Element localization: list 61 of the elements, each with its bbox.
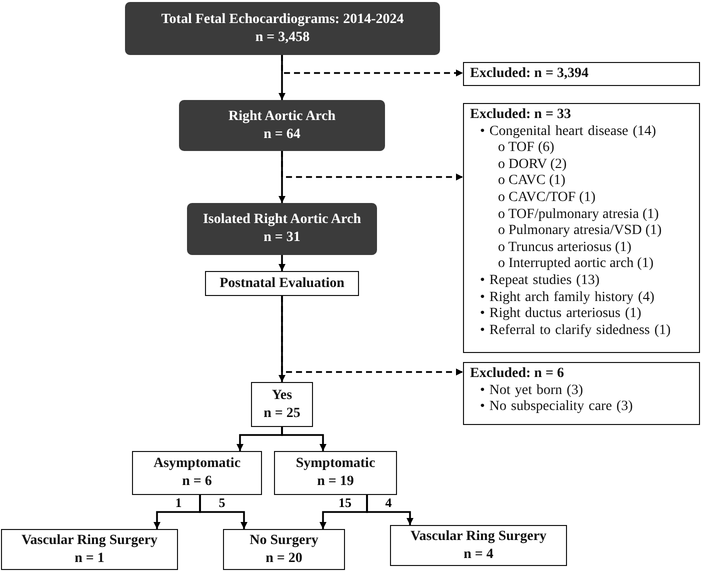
node-text: n = 3,458 (255, 28, 310, 46)
process-box (390, 525, 567, 566)
list-item: • No subspeciality care (3) (480, 399, 633, 416)
list-item: o CAVC (1) (498, 173, 566, 190)
process-box (1, 529, 178, 570)
list-item: • Congenital heart disease (14) (480, 124, 656, 140)
exclusion-box (463, 103, 700, 353)
process-box (274, 451, 397, 495)
process-box (125, 2, 440, 55)
node-text: n = 64 (264, 126, 300, 144)
list-item: • Right arch family history (4) (480, 290, 654, 306)
edge-label: 4 (384, 496, 393, 510)
node-text: n = 19 (317, 473, 354, 491)
node-text: Total Fetal Echocardiograms: 2014-2024 (161, 10, 404, 28)
arrow (281, 151, 463, 180)
list-item: o TOF/pulmonary atresia (1) (498, 206, 659, 224)
exclusion-box (463, 62, 700, 86)
node-text: n = 4 (464, 546, 494, 564)
edge-label: 1 (174, 496, 183, 510)
node-text: Excluded: n = 6 (470, 366, 564, 383)
node-text: Yes (272, 386, 292, 404)
node-text: n = 6 (182, 473, 212, 491)
process-box (179, 100, 385, 151)
node-text: Vascular Ring Surgery (21, 532, 158, 550)
node-text: Vascular Ring Surgery (410, 528, 547, 546)
arrow (281, 296, 463, 376)
node-text: Right Aortic Arch (228, 108, 336, 126)
node-text: No Surgery (250, 532, 318, 550)
node-text: Excluded: n = 3,394 (470, 66, 588, 83)
node-text: Postnatal Evaluation (220, 274, 344, 292)
list-item: o Pulmonary atresia/VSD (1) (498, 223, 662, 240)
process-box (205, 271, 359, 296)
process-box (251, 382, 313, 427)
list-item: o CAVC/TOF (1) (498, 190, 596, 207)
list-item: o Interrupted aortic arch (1) (498, 256, 654, 273)
node-text: Symptomatic (296, 455, 376, 473)
arrow (366, 495, 414, 525)
list-item: • Referral to clarify sidedness (1) (480, 322, 671, 340)
node-text: n = 20 (266, 550, 302, 568)
process-box (132, 451, 262, 495)
arrow (281, 427, 326, 451)
list-item: o DORV (2) (498, 156, 567, 174)
process-box (223, 529, 345, 570)
node-text: Excluded: n = 33 (470, 107, 571, 124)
node-text: n = 31 (264, 229, 300, 247)
arrow (199, 495, 248, 529)
exclusion-box (463, 362, 700, 425)
list-item: • Repeat studies (13) (480, 272, 600, 290)
arrow (278, 255, 286, 271)
edge-label: 15 (338, 496, 352, 510)
node-text: Isolated Right Aortic Arch (202, 211, 361, 229)
arrow (281, 55, 463, 76)
list-item: o Truncus arteriosus (1) (498, 240, 632, 256)
list-item: • Right ductus arteriosus (1) (480, 306, 642, 323)
node-text: n = 25 (264, 404, 300, 422)
process-box (187, 203, 377, 255)
edge-label: 5 (218, 496, 226, 510)
list-item: • Not yet born (3) (480, 382, 583, 400)
node-text: Asymptomatic (153, 455, 241, 473)
node-text: n = 1 (74, 550, 104, 568)
list-item: o TOF (6) (498, 140, 554, 157)
